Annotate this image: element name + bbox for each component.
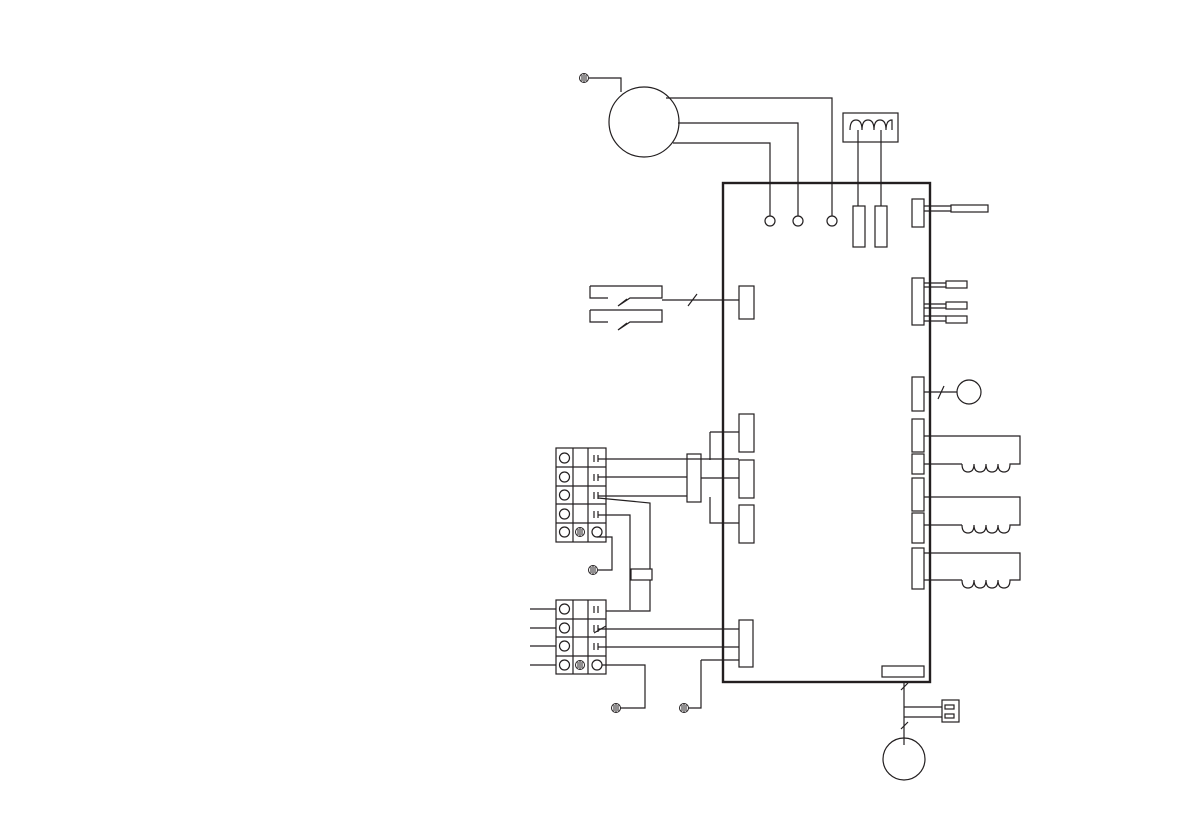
ground-icon	[589, 566, 598, 575]
small-motor	[912, 377, 981, 411]
left-board-connectors	[687, 414, 754, 543]
valve-coil-3	[912, 548, 1020, 589]
terminal-screw	[827, 216, 837, 226]
top-motor	[580, 74, 838, 227]
ground-icon	[612, 704, 621, 713]
terminal-screw	[765, 216, 775, 226]
ground-icon	[576, 661, 585, 670]
temperature-sensor	[912, 199, 988, 227]
ground-icon	[576, 528, 585, 537]
terminal-block-upper	[556, 448, 739, 611]
ground-icon	[680, 704, 689, 713]
terminal-block-lower	[530, 600, 753, 713]
sensor-connector-group	[912, 278, 967, 325]
transformer-coil	[843, 113, 898, 247]
valve-coil-1	[912, 419, 1020, 474]
terminal-screw	[793, 216, 803, 226]
ground-icon	[580, 74, 589, 83]
valve-coil-2	[912, 478, 1020, 543]
signal-cable	[590, 286, 754, 330]
